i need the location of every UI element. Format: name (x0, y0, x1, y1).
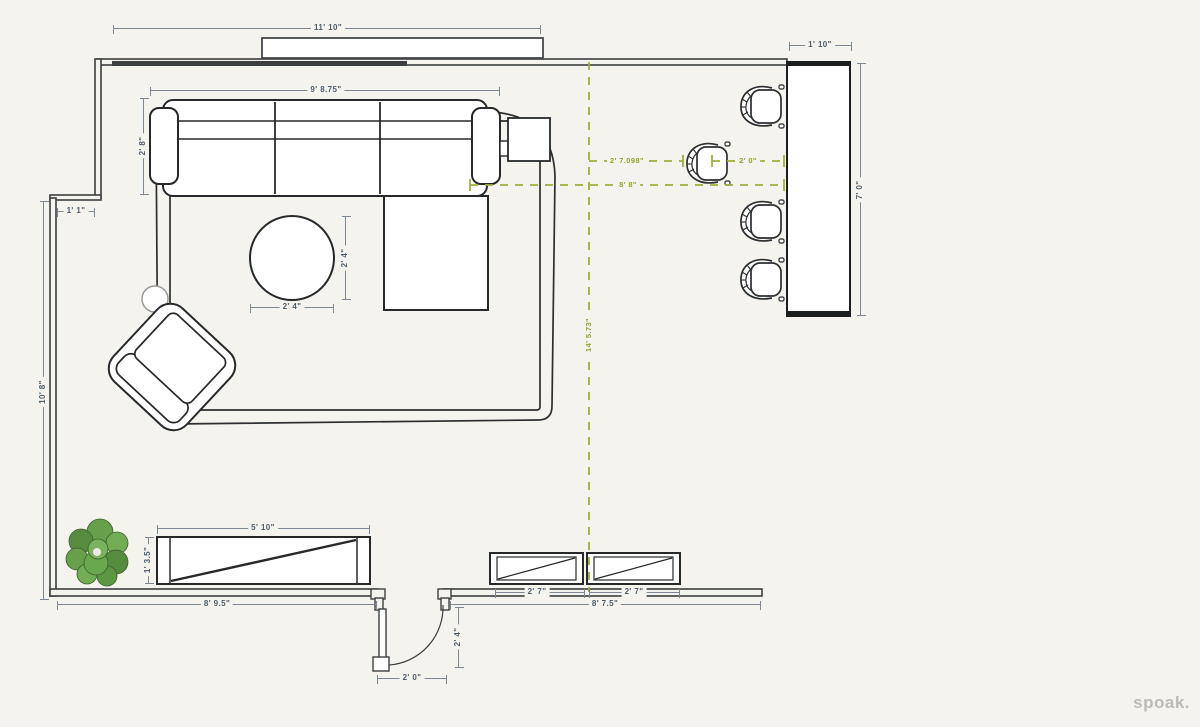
dim-console-depth: 1' 3.5" (143, 543, 153, 577)
dim-coffee-width: 2' 4" (279, 302, 305, 312)
dim-bottom-right: 8' 7.5" (588, 599, 622, 609)
dim-coffee-depth: 2' 4" (340, 245, 350, 271)
sofa-arm-left (149, 107, 179, 185)
plant[interactable] (65, 518, 129, 587)
wall-left[interactable] (49, 197, 57, 597)
dim-console-width: 5' 10" (248, 523, 278, 533)
bar-stool-1[interactable] (740, 84, 785, 129)
wall-bottom-left[interactable] (49, 588, 378, 597)
door-stop (372, 656, 390, 672)
bar-stool-4[interactable] (740, 257, 785, 302)
dim-bar-width: 1' 10" (805, 40, 835, 50)
dim-room-length: 14' 5.73" (584, 315, 594, 355)
cabinet-right[interactable] (586, 552, 681, 585)
window-sill (112, 61, 407, 66)
window-top[interactable] (261, 37, 544, 59)
coffee-table[interactable] (249, 215, 335, 301)
dim-door-clearance: 2' 4" (453, 624, 463, 650)
bar-counter[interactable] (786, 61, 851, 317)
dim-sofa-to-bar: 8' 8" (616, 180, 640, 190)
spoak-watermark: spoak. (1133, 693, 1190, 712)
dim-stool-to-bar: 2' 0" (736, 156, 760, 166)
dim-bottom-left: 8' 9.5" (200, 599, 234, 609)
dim-cabinet-left: 2' 7" (524, 587, 550, 597)
dim-bar-length: 7' 0" (855, 177, 865, 203)
sofa-sectional[interactable] (149, 99, 501, 311)
bar-stool-3[interactable] (740, 199, 785, 244)
door-jamb-right-stem (440, 597, 450, 611)
cabinet-left[interactable] (489, 552, 584, 585)
door[interactable] (370, 588, 452, 672)
bar-stool-2[interactable] (686, 141, 731, 186)
dim-left-wall: 10' 8" (38, 377, 48, 407)
door-swing-arc (388, 604, 444, 666)
wall-jog[interactable] (49, 194, 102, 201)
console-table[interactable] (156, 536, 371, 585)
sofa-arm-right (471, 107, 501, 185)
dim-wall-jog: 1' 1" (63, 206, 89, 216)
dim-stool-to-line: 2' 7.098" (607, 156, 647, 166)
dim-door-width: 2' 0" (399, 673, 425, 683)
dim-sofa-depth: 2' 8" (138, 133, 148, 159)
dim-top-wall: 11' 10" (310, 23, 346, 33)
sofa-chaise[interactable] (383, 195, 489, 311)
side-table[interactable] (499, 117, 551, 162)
accent-chair[interactable] (101, 296, 242, 437)
wall-left-upper[interactable] (94, 58, 102, 199)
dim-cabinet-right: 2' 7" (621, 587, 647, 597)
dim-sofa-width: 9' 8.75" (307, 85, 345, 95)
